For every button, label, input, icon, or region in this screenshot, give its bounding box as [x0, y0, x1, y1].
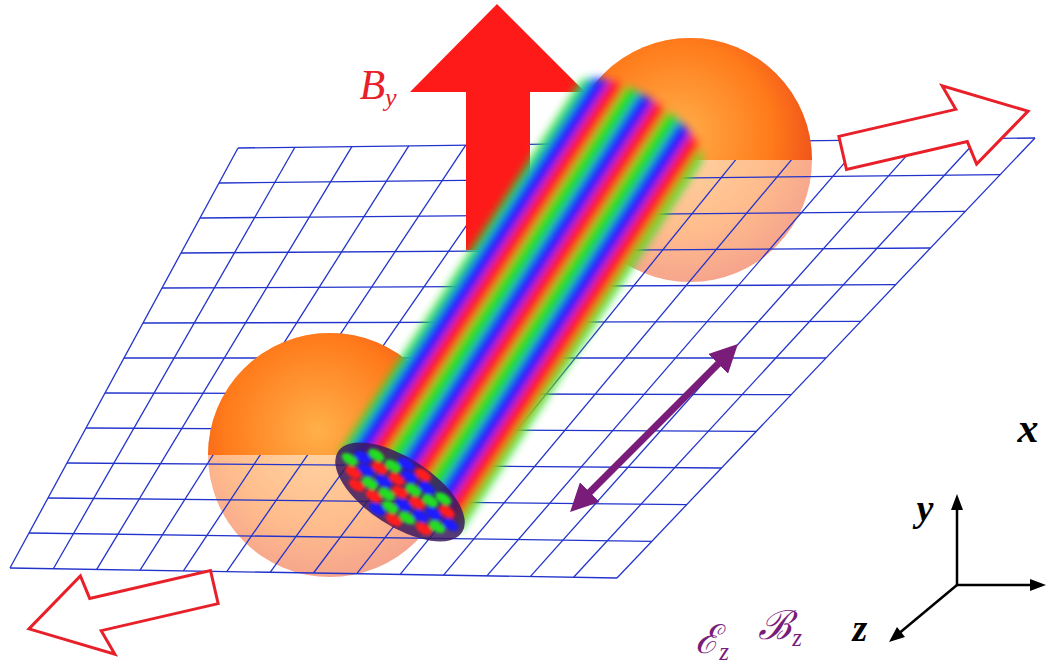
color-charge-dot — [416, 479, 437, 497]
color-charge-dot — [433, 490, 454, 508]
color-charge-dot — [413, 466, 434, 484]
axis-label: y — [917, 489, 934, 527]
chromo-field-arrow — [578, 352, 730, 504]
axis-label: z — [853, 609, 868, 647]
color-charge-dot — [437, 503, 458, 521]
axis-heads — [889, 494, 1046, 642]
motion-arrow — [20, 547, 224, 669]
field-label: ℰz — [695, 620, 729, 665]
grid-line — [29, 533, 652, 541]
axis-label: x — [1018, 407, 1039, 449]
motion-arrow — [833, 68, 1037, 193]
color-charge-dot — [440, 516, 461, 534]
color-charge-dot — [366, 446, 387, 464]
color-charge-dot — [396, 455, 417, 473]
field-label: ℬz — [758, 606, 802, 651]
flux-tube — [319, 61, 715, 561]
grid-line — [10, 568, 617, 578]
field-label: By — [359, 64, 396, 111]
